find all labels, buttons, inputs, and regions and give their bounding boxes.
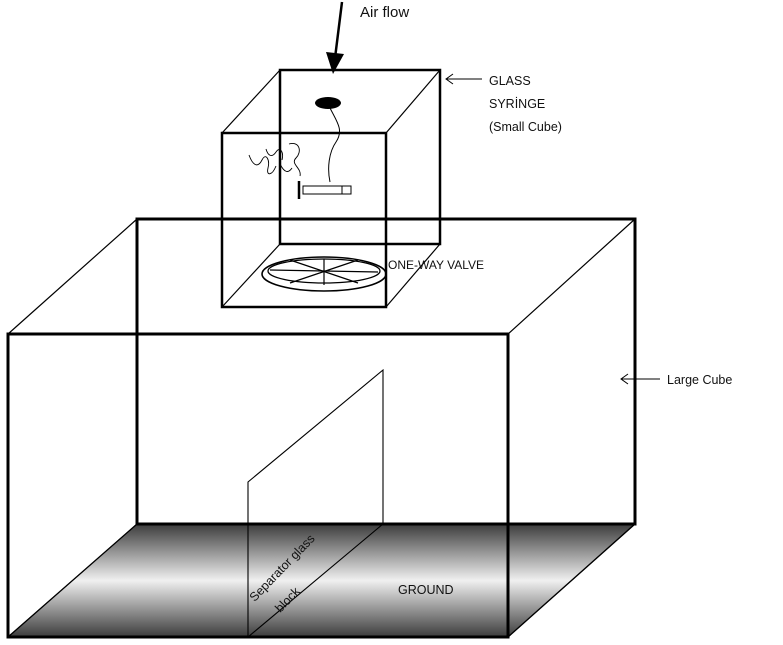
large-cube-depth-edges [7, 218, 636, 638]
glass-syringe-label-line3: (Small Cube) [489, 120, 562, 134]
one-way-valve-label: ONE-WAY VALVE [388, 258, 484, 272]
glass-syringe-label-line1: GLASS [489, 74, 531, 88]
smoke-icon [248, 143, 301, 177]
inlet-disc [315, 97, 341, 109]
large-cube-pointer-arrow-icon [620, 373, 660, 385]
air-flow-label: Air flow [360, 4, 409, 21]
one-way-valve-icon [261, 256, 387, 292]
small-cube-depth-edges [221, 69, 441, 308]
large-cube-label: Large Cube [667, 373, 732, 387]
air-flow-arrow-icon [326, 1, 344, 74]
large-cube-front-face [6, 332, 510, 639]
hanging-string [328, 107, 340, 183]
cigarette-icon [297, 181, 352, 199]
glass-syringe-label-line2: SYRİNGE [489, 97, 545, 111]
ground-label: GROUND [398, 583, 454, 597]
small-cube-front-face [220, 131, 388, 309]
small-cube-pointer-arrow-icon [445, 73, 482, 85]
ground-surface [6, 523, 637, 638]
small-cube-back-face [278, 68, 442, 246]
separator-glass-block [247, 368, 384, 639]
